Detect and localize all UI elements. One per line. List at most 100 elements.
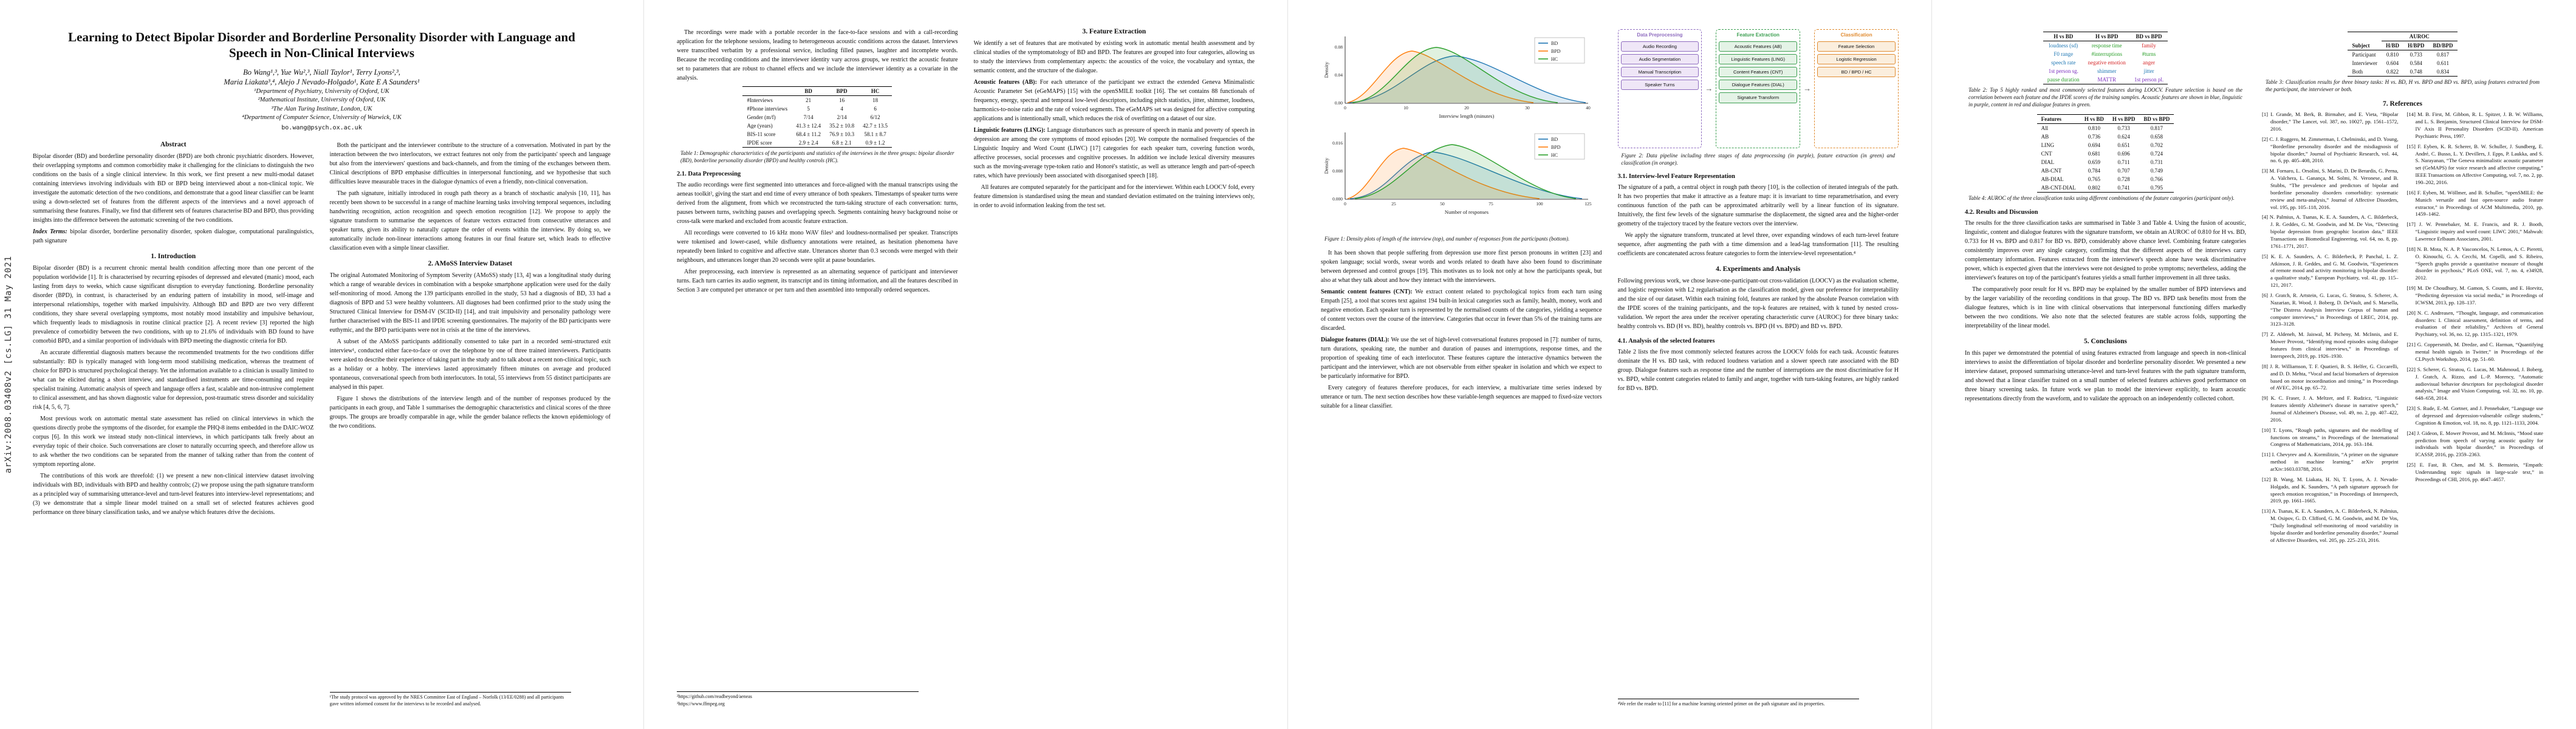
section-2-heading: 2. AMoSS Interview Dataset xyxy=(428,259,513,267)
paragraph: The results for the three classification… xyxy=(1965,219,2246,281)
pipeline-box: Signature Transform xyxy=(1719,92,1798,103)
table-cell: 0.810 xyxy=(2386,52,2399,58)
table-cell: 0.611 xyxy=(2437,60,2449,66)
table-cell: CNT xyxy=(2041,151,2052,157)
table-cell: 0.733 xyxy=(2117,125,2130,132)
table-header-cell xyxy=(742,86,792,96)
reference-item: [5] K. E. A. Saunders, A. C. Bilderbeck,… xyxy=(2262,253,2399,289)
figure1-caption: Figure 1: Density plots of length of the… xyxy=(1324,236,1570,242)
paragraph: Following previous work, we chose leave-… xyxy=(1617,278,1899,330)
tick-label: 20 xyxy=(1464,105,1469,111)
page-3: 0 10 20 30 40 0.00 0.04 0.08 Interview l… xyxy=(1288,0,1932,729)
pipeline-box: Acoustic Features (AB) xyxy=(1719,41,1798,52)
table-cell: shimmer xyxy=(2097,68,2117,74)
table-header-cell: H/BPD xyxy=(2403,41,2429,50)
table-cell: jitter xyxy=(2143,68,2154,74)
references-column-a: [1] I. Grande, M. Berk, B. Birmaher, and… xyxy=(2262,111,2399,547)
footnotes-page2: ²https://github.com/readbeyond/aeneas ³h… xyxy=(677,691,919,708)
pipeline-box: Audio Recording xyxy=(1620,41,1699,52)
reference-item: [21] G. Coppersmith, M. Dredze, and C. H… xyxy=(2406,341,2544,362)
table-cell: 0.658 xyxy=(2150,134,2163,140)
reference-item: [23] S. Rude, E.-M. Gortner, and J. Penn… xyxy=(2406,405,2544,426)
pipeline-box: Speaker Turns xyxy=(1620,80,1699,91)
page3-column-1: 0 10 20 30 40 0.00 0.04 0.08 Interview l… xyxy=(1321,28,1602,708)
table1-caption: Table 1: Demographic characteristics of … xyxy=(680,150,954,164)
index-terms: Index Terms: bipolar disorder, borderlin… xyxy=(33,227,314,245)
table-header-row: Features H vs BD H vs BPD BD vs BPD xyxy=(2036,114,2174,125)
abstract-text: Bipolar disorder (BD) and borderline per… xyxy=(33,152,314,224)
paragraph-dialogue-features: Dialogue features (DIAL): We use the set… xyxy=(1321,335,1602,381)
footnote-1: ¹The study protocol was approved by the … xyxy=(329,694,564,707)
tick-label: 0 xyxy=(1344,105,1346,111)
legend-label-bd: BD xyxy=(1551,137,1558,142)
authors-line-2: Maria Liakata³,⁴, Alejo J Nevado-Holgado… xyxy=(224,78,420,87)
pipeline-stage-label: Data Preprocessing xyxy=(1637,32,1683,38)
page1-column-1: Abstract Bipolar disorder (BD) and borde… xyxy=(33,141,314,708)
tick-label: 0.016 xyxy=(1332,140,1343,146)
tick-label: 0 xyxy=(1344,201,1346,207)
contact-email[interactable]: bo.wang@psych.ox.ac.uk xyxy=(281,124,362,131)
reference-item: [9] K. C. Fraser, J. A. Meltzer, and F. … xyxy=(2262,395,2399,423)
table-cell: Participant xyxy=(2352,52,2376,58)
index-terms-text: bipolar disorder, borderline personality… xyxy=(33,228,314,244)
table-cell: 6 xyxy=(874,106,877,112)
table-cell: MATTR xyxy=(2097,77,2116,83)
footnote-2[interactable]: ²https://github.com/readbeyond/aeneas xyxy=(677,694,752,700)
table-cell: AB xyxy=(2041,134,2049,140)
table-cell: 0.802 xyxy=(2088,185,2100,191)
table-header-cell: BPD xyxy=(825,86,859,96)
tick-label: 40 xyxy=(1586,105,1591,111)
paragraph: An accurate differential diagnosis matte… xyxy=(33,349,314,411)
table-cell: 0.795 xyxy=(2150,185,2163,191)
table-cell: 0.681 xyxy=(2088,151,2100,157)
table-cell: 41.3 ± 12.4 xyxy=(796,123,821,129)
page1-column-2: Both the participant and the interviewer… xyxy=(329,141,611,708)
pipeline-box: Audio Segmentation xyxy=(1620,54,1699,65)
paragraph: The audio recordings were first segmente… xyxy=(677,182,958,225)
table-cell: DIAL xyxy=(2041,159,2055,166)
table2-caption: Table 2: Top 5 highly ranked and most co… xyxy=(1968,87,2242,108)
table-cell: 2/14 xyxy=(837,114,847,120)
page2-column-1: The recordings were made with a portable… xyxy=(677,28,958,708)
page-4: H vs BD H vs BPD BD vs BPD loudness (sd)… xyxy=(1932,0,2576,729)
abstract-heading: Abstract xyxy=(160,140,187,148)
tick-label: 0.08 xyxy=(1335,44,1343,50)
footnote-4: ⁴We refer the reader to [11] for a machi… xyxy=(1617,701,1825,707)
paragraph: Both the participant and the interviewer… xyxy=(329,142,611,185)
paragraph-content-features: Semantic content features (CNT): We extr… xyxy=(1321,287,1602,333)
paragraph: The original Automated Monitoring of Sym… xyxy=(329,272,611,334)
table-cell: #Phone interviews xyxy=(747,106,788,112)
section-2-1-heading: 2.1. Data Preprocessing xyxy=(677,171,741,178)
density-curve-bd xyxy=(1349,151,1583,199)
table-top-features: H vs BD H vs BPD BD vs BPD loudness (sd)… xyxy=(2043,32,2168,84)
table-cell: 76.9 ± 10.3 xyxy=(829,131,855,137)
table-cell: 0.711 xyxy=(2117,159,2130,166)
legend-label-bpd: BPD xyxy=(1551,49,1561,54)
table-cell: 42.7 ± 13.5 xyxy=(863,123,888,129)
section-4-1-heading: 4.1. Analysis of the selected features xyxy=(1617,338,1715,345)
table-cell: 0.9 ± 1.2 xyxy=(865,140,885,146)
page-2: The recordings were made with a portable… xyxy=(644,0,1288,729)
table-cell: 0.733 xyxy=(2410,52,2422,58)
table-cell: 0.736 xyxy=(2088,134,2100,140)
paragraph: All recordings were converted to 16 kHz … xyxy=(677,230,958,264)
table-cell: Age (years) xyxy=(747,123,773,129)
table-cell: 0.810 xyxy=(2088,125,2100,132)
footnote-3[interactable]: ³https://www.ffmpeg.org xyxy=(677,701,725,707)
acoustic-features-text: For each utterance of the participant we… xyxy=(973,79,1255,122)
table-cell: 0.724 xyxy=(2150,151,2163,157)
flow-arrow-icon: → xyxy=(1705,84,1713,93)
